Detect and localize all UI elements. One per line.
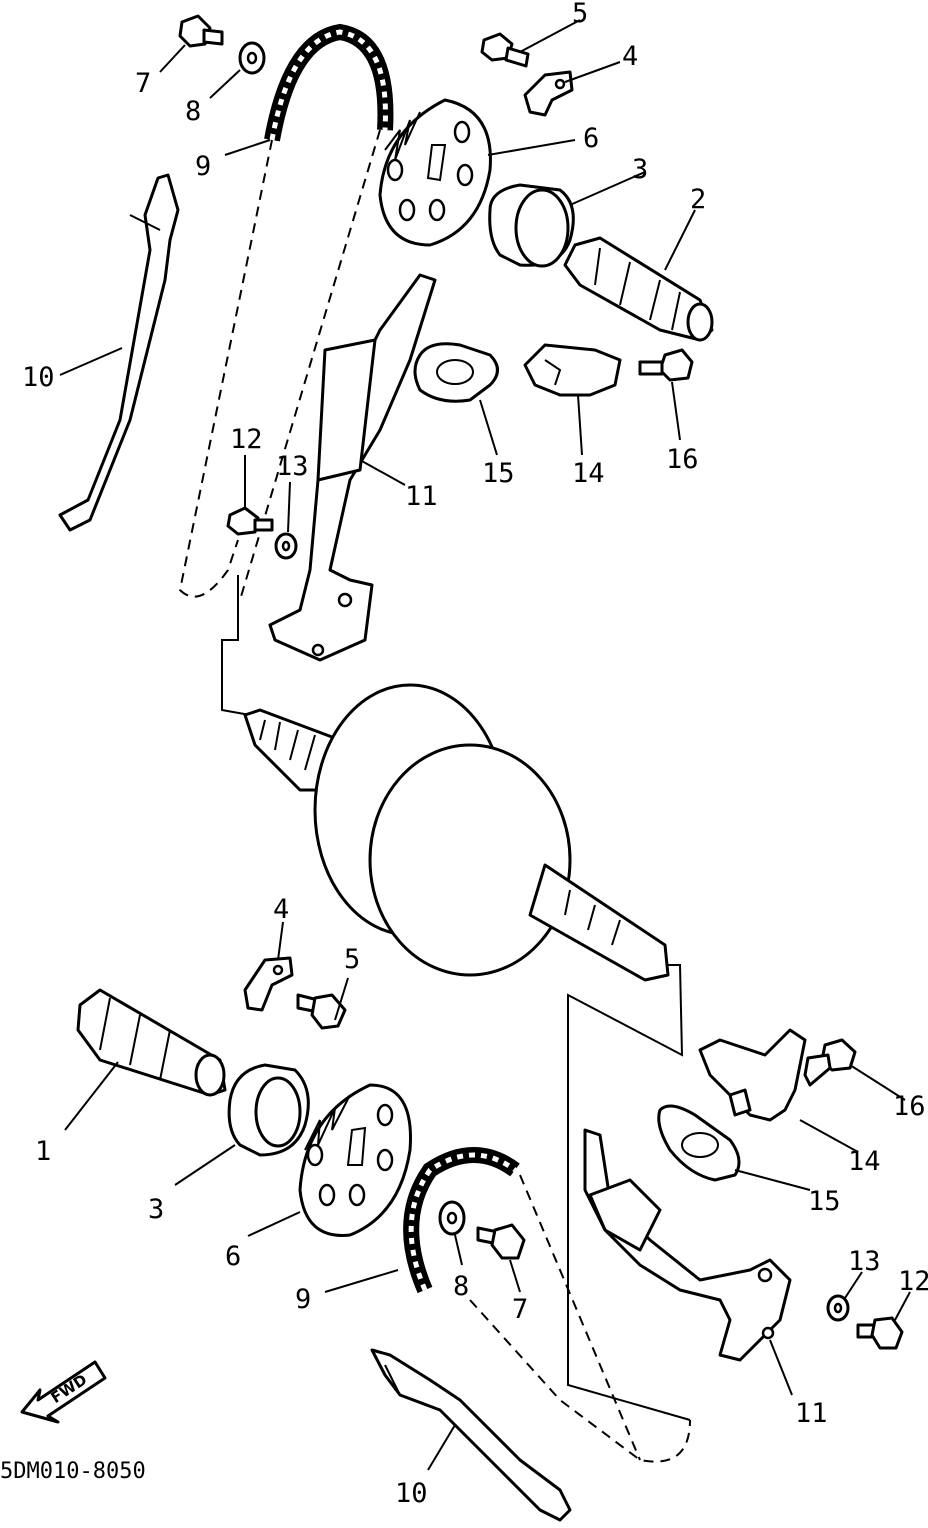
cam-chain-part-9-top — [264, 23, 394, 142]
cam-sprocket-part-6-top — [378, 98, 492, 247]
callout-14: 14 — [572, 458, 605, 489]
callout-2: 2 — [690, 184, 706, 215]
cam-chain-part-9-bottom — [403, 1147, 520, 1294]
callout-12: 12 — [230, 424, 263, 455]
forward-arrow-icon — [20, 1360, 107, 1424]
callout-6: 6 — [583, 123, 599, 154]
callout-10-bottom: 10 — [395, 1478, 428, 1509]
gasket-part-15-bottom — [657, 1104, 741, 1182]
bolt-part-5-top — [480, 32, 530, 68]
tensioner-guide-part-11-top — [268, 273, 437, 662]
callout-11: 11 — [405, 481, 438, 512]
tensioner-guide-part-11-bottom — [583, 1128, 792, 1362]
bolt-part-7-top — [178, 14, 224, 48]
callout-9-bottom: 9 — [295, 1284, 311, 1315]
camshaft-part-1 — [76, 988, 227, 1097]
tensioner-part-14-bottom — [698, 1028, 807, 1122]
crankshaft — [243, 683, 670, 982]
callout-9: 9 — [195, 151, 211, 182]
washer-part-13-bottom — [826, 1294, 850, 1322]
diagram-code: 5DM010-8050 — [0, 1459, 146, 1484]
callout-16: 16 — [666, 444, 699, 475]
tensioner-part-14-top — [523, 343, 622, 397]
assembly-lines — [178, 129, 691, 1463]
gasket-part-15-top — [413, 342, 499, 403]
chain-guide-part-10-bottom — [370, 1348, 572, 1522]
plate-part-4-top — [523, 70, 574, 117]
callout-13-bottom: 13 — [848, 1246, 881, 1277]
plate-part-4-bottom — [243, 956, 294, 1012]
callout-16-bottom: 16 — [893, 1091, 926, 1122]
callout-14-bottom: 14 — [848, 1146, 881, 1177]
callout-8-bottom: 8 — [453, 1271, 469, 1302]
bolt-part-7-bottom — [476, 1223, 526, 1260]
callout-10: 10 — [22, 362, 55, 393]
callout-3-bottom: 3 — [148, 1194, 164, 1225]
leader-lines — [59, 19, 911, 1471]
callout-1: 1 — [35, 1136, 51, 1167]
washer-part-8-top — [238, 41, 266, 75]
callout-5: 5 — [572, 0, 588, 29]
callout-7-bottom: 7 — [512, 1294, 528, 1325]
chain-guide-part-10-top — [58, 173, 180, 532]
bolt-part-16-bottom — [803, 1038, 857, 1087]
bolt-part-12-bottom — [856, 1316, 904, 1350]
callout-15: 15 — [482, 458, 515, 489]
callout-12-bottom: 12 — [898, 1266, 928, 1297]
callout-13: 13 — [276, 451, 309, 482]
bolt-part-5-bottom — [296, 993, 347, 1030]
bolt-part-16-top — [638, 348, 694, 382]
callout-4: 4 — [622, 41, 638, 72]
callout-15-bottom: 15 — [808, 1186, 841, 1217]
cam-sprocket-part-6-bottom — [298, 1083, 412, 1237]
camshaft-part-2 — [563, 236, 714, 342]
washer-part-8-bottom — [438, 1200, 466, 1236]
washer-part-13-top — [274, 532, 298, 560]
callout-5-bottom: 5 — [344, 944, 360, 975]
callout-7: 7 — [135, 68, 151, 99]
callout-labels: 7 8 9 5 4 6 3 2 10 12 13 11 15 14 16 4 5… — [22, 0, 928, 1509]
spacer-part-3-top — [488, 183, 575, 268]
callout-3: 3 — [632, 154, 648, 185]
callout-8: 8 — [185, 96, 201, 127]
callout-11-bottom: 11 — [795, 1398, 828, 1429]
spacer-part-3-bottom — [227, 1063, 310, 1157]
callout-4-bottom: 4 — [273, 894, 289, 925]
callout-6-bottom: 6 — [225, 1241, 241, 1272]
